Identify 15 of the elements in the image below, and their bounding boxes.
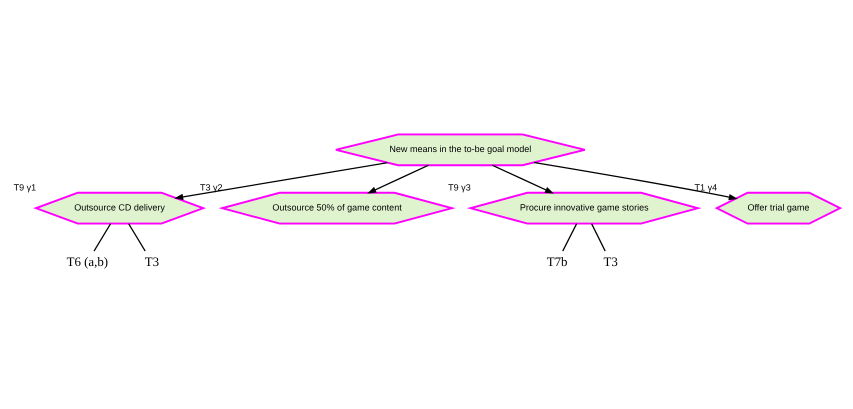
connector bbox=[562, 223, 577, 252]
arrow bbox=[366, 164, 428, 194]
node-label: T9 γ1 bbox=[13, 182, 36, 192]
node-label: T1 γ4 bbox=[694, 182, 717, 192]
node-text: T3 bbox=[603, 255, 618, 270]
connector bbox=[128, 223, 146, 252]
node-text: T7b bbox=[546, 255, 567, 270]
node-text: T6 (a,b) bbox=[66, 255, 108, 270]
node-label: T9 γ3 bbox=[448, 182, 470, 192]
arrow bbox=[533, 162, 738, 200]
arrow bbox=[174, 162, 388, 200]
arrow bbox=[491, 164, 554, 194]
connector bbox=[93, 223, 111, 252]
node-text: T3 bbox=[144, 255, 159, 270]
connector bbox=[590, 223, 606, 252]
